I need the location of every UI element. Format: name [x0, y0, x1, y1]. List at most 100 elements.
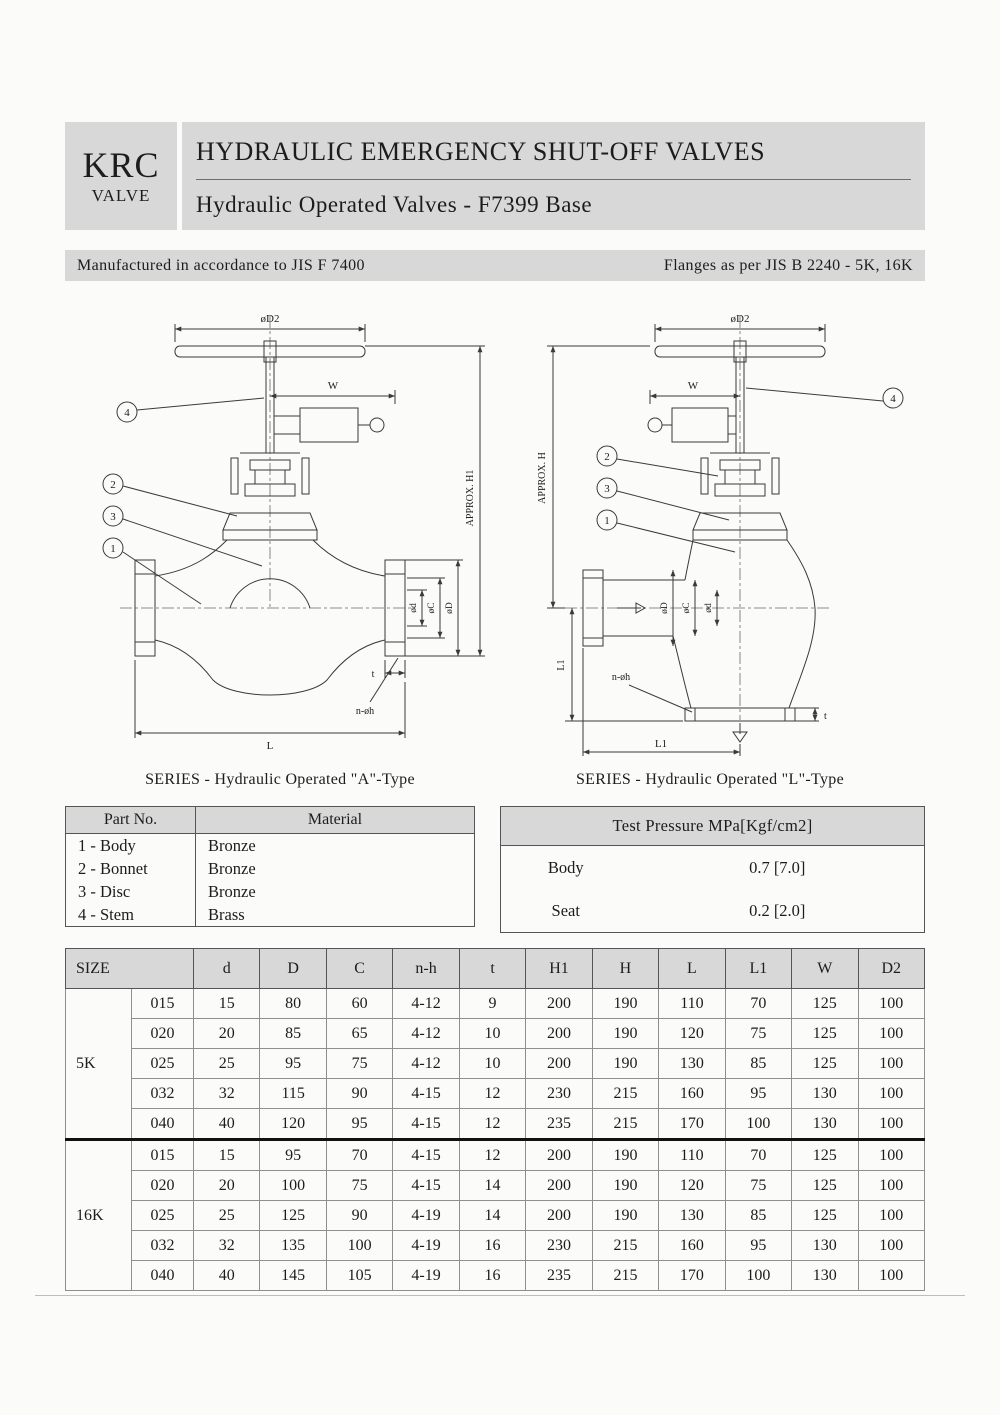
dimension-value-cell: 215 — [591, 1230, 660, 1261]
a-type-callouts: 4 2 3 1 — [102, 397, 265, 605]
dimension-value-cell: 215 — [591, 1260, 660, 1291]
drawing-l-type: øD2 W APPROX. H L1 øD øC ød n-øh t L1 4 — [495, 308, 925, 770]
callout-1: 1 — [596, 509, 736, 553]
dimension-value-cell: 4-12 — [392, 1018, 460, 1049]
callout-2: 2 — [102, 473, 238, 517]
brand-name: KRC — [82, 145, 160, 186]
standard-note-right: Flanges as per JIS B 2240 - 5K, 16K — [663, 256, 913, 274]
dimension-value-cell: 85 — [724, 1200, 793, 1231]
document-title: HYDRAULIC EMERGENCY SHUT-OFF VALVES — [196, 122, 911, 180]
dimension-value-cell: 75 — [325, 1170, 394, 1201]
l-type-drawing-svg: øD2 W APPROX. H L1 øD øC ød n-øh t L1 4 — [537, 313, 904, 756]
callout-4-number: 4 — [124, 407, 130, 419]
a-type-drawing-svg: øD2 W APPROX. H1 ød øC øD t n-øh L 4 — [102, 313, 485, 752]
dimension-value-cell: 85 — [259, 1018, 327, 1049]
callout-1-number: 1 — [110, 543, 116, 555]
dim-label-d: øD — [445, 602, 455, 614]
dimension-value-cell: 9 — [458, 988, 527, 1019]
pressure-header-row: Test Pressure MPa[Kgf/cm2] — [500, 806, 925, 846]
dimension-value-cell: 100 — [724, 1260, 793, 1291]
drawing-captions: SERIES - Hydraulic Operated "A"-Type SER… — [65, 771, 925, 789]
dimension-value-cell: 100 — [857, 1260, 926, 1291]
dimension-value-cell: 125 — [791, 1200, 859, 1231]
dimension-value-cell: 14 — [458, 1170, 527, 1201]
dimension-value-cell: 95 — [724, 1078, 793, 1109]
dimension-value-cell: 20 — [192, 1018, 261, 1049]
part-material: Bronze — [195, 833, 475, 857]
brand-box: KRC VALVE — [65, 122, 177, 230]
size-code-cell: 015 — [131, 988, 194, 1019]
standard-note-left: Manufactured in accordance to JIS F 7400 — [77, 256, 365, 274]
dimensions-header-cell: D2 — [857, 948, 926, 989]
pressure-value: 0.2 [2.0] — [749, 900, 806, 920]
dimension-value-cell: 100 — [857, 1078, 926, 1109]
dimension-value-cell: 16 — [458, 1260, 527, 1291]
dimension-value-cell: 95 — [325, 1108, 394, 1140]
dim-label-bore: ød — [409, 603, 419, 613]
dimension-value-cell: 135 — [259, 1230, 327, 1261]
dimension-value-cell: 230 — [525, 1078, 593, 1109]
dimension-value-cell: 115 — [259, 1078, 327, 1109]
dim-label-l1-vertical: L1 — [556, 659, 567, 670]
dimension-value-cell: 75 — [724, 1018, 793, 1049]
dimension-value-cell: 4-15 — [392, 1078, 460, 1109]
title-box: HYDRAULIC EMERGENCY SHUT-OFF VALVES Hydr… — [182, 122, 925, 230]
dimensions-header-cell: L — [658, 948, 726, 989]
dimension-value-cell: 14 — [458, 1200, 527, 1231]
dim-label-d: øD — [660, 602, 670, 614]
callout-4: 4 — [745, 387, 904, 409]
dimension-value-cell: 75 — [325, 1048, 394, 1079]
dimension-value-cell: 230 — [525, 1230, 593, 1261]
dimension-value-cell: 110 — [658, 1138, 726, 1171]
dimension-value-cell: 95 — [724, 1230, 793, 1261]
dimension-value-cell: 125 — [791, 1018, 859, 1049]
size-group-label: 5K — [65, 988, 132, 1140]
mid-tables-section: Part No. Material 1 - Body Bronze 2 - Bo… — [65, 806, 925, 933]
callout-1: 1 — [102, 537, 202, 605]
dimension-value-cell: 200 — [525, 1138, 593, 1171]
dimensions-header-cell: d — [192, 948, 261, 989]
dimension-value-cell: 4-15 — [392, 1138, 460, 1171]
parts-row: 1 - Body Bronze — [65, 833, 475, 857]
dimension-value-cell: 75 — [724, 1170, 793, 1201]
dim-label-h: APPROX. H — [537, 452, 548, 504]
dimension-value-cell: 90 — [325, 1200, 394, 1231]
dim-label-l1-horizontal: L1 — [655, 738, 667, 750]
dimension-value-cell: 190 — [591, 1138, 660, 1171]
size-code-cell: 025 — [131, 1200, 194, 1231]
pressure-label: Seat — [551, 900, 580, 920]
parts-row: 2 - Bonnet Bronze — [65, 857, 475, 880]
brand-subtitle: VALVE — [91, 185, 151, 205]
dimensions-header-cell: t — [458, 948, 527, 989]
dimension-value-cell: 10 — [458, 1048, 527, 1079]
dimension-value-cell: 85 — [724, 1048, 793, 1079]
part-material: Bronze — [195, 880, 475, 903]
dimension-value-cell: 235 — [525, 1108, 593, 1140]
dimension-value-cell: 145 — [259, 1260, 327, 1291]
dimension-value-cell: 60 — [325, 988, 394, 1019]
parts-header-row: Part No. Material — [65, 806, 475, 834]
dimension-value-cell: 100 — [857, 988, 926, 1019]
dimension-value-cell: 160 — [658, 1230, 726, 1261]
dim-label-bore: ød — [704, 603, 714, 613]
dim-label-w: W — [328, 380, 339, 392]
dimension-value-cell: 215 — [591, 1108, 660, 1140]
dimension-value-cell: 170 — [658, 1108, 726, 1140]
callout-3: 3 — [596, 477, 730, 521]
callout-2: 2 — [596, 445, 719, 477]
pressure-table-title: Test Pressure MPa[Kgf/cm2] — [500, 806, 925, 846]
dimension-value-cell: 215 — [591, 1078, 660, 1109]
dimension-value-cell: 130 — [658, 1048, 726, 1079]
dimension-value-cell: 100 — [857, 1048, 926, 1079]
dimension-value-cell: 70 — [325, 1138, 394, 1171]
dimension-value-cell: 130 — [791, 1230, 859, 1261]
dimension-value-cell: 120 — [658, 1018, 726, 1049]
dimension-value-cell: 4-19 — [392, 1260, 460, 1291]
dimension-value-cell: 100 — [857, 1138, 926, 1171]
dimension-value-cell: 190 — [591, 1200, 660, 1231]
